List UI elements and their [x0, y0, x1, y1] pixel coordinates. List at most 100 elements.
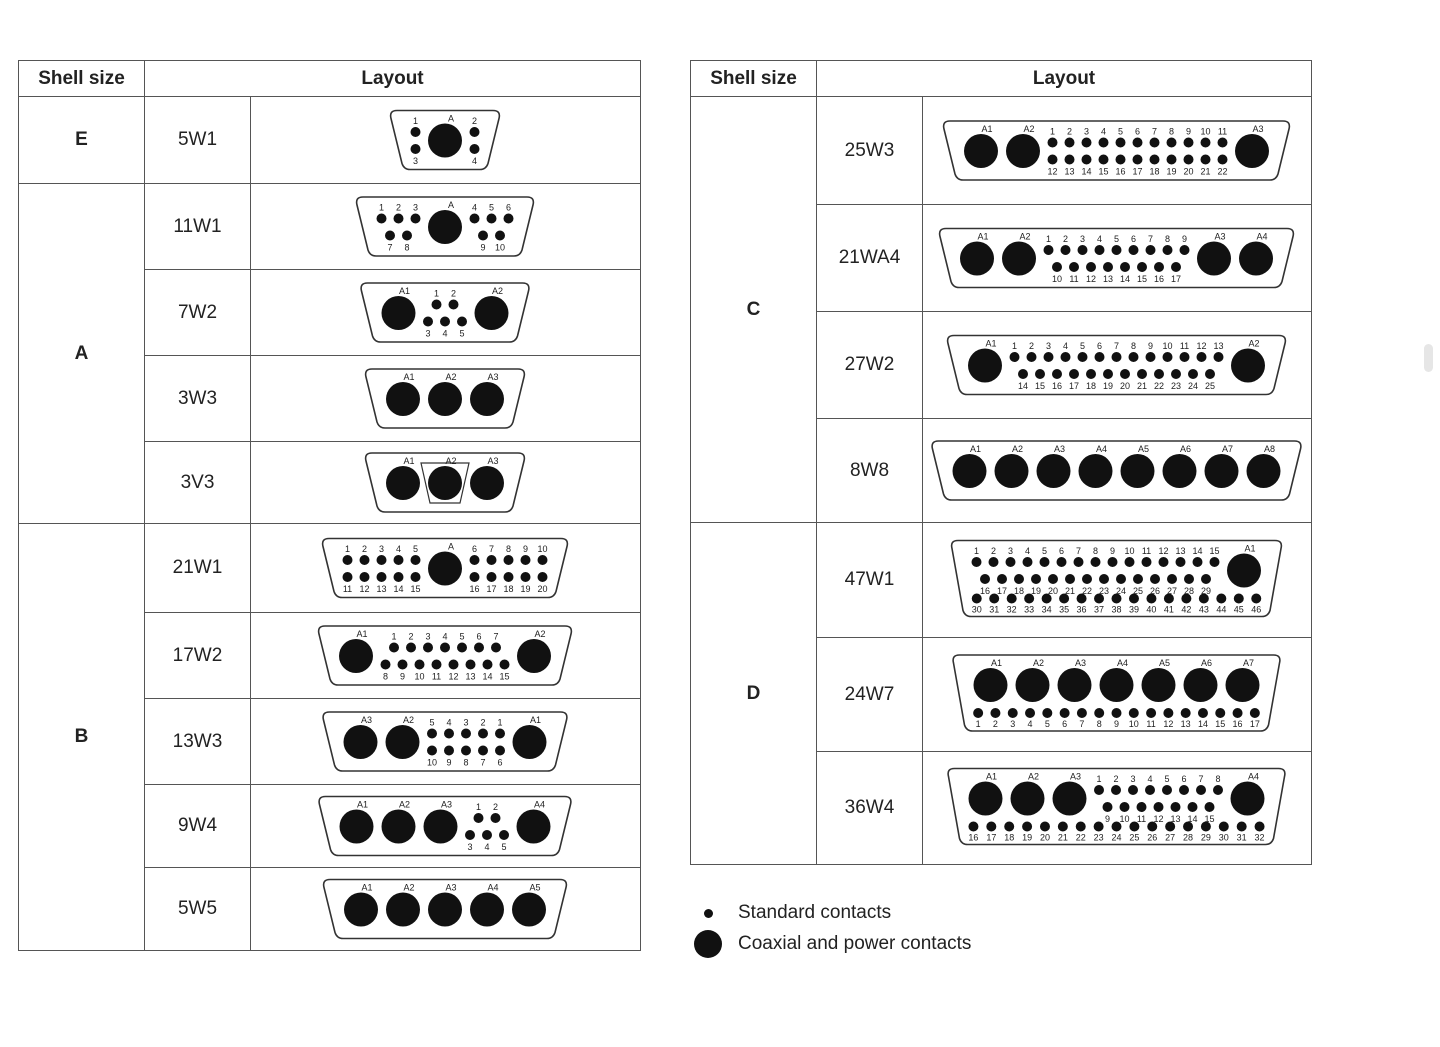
coaxial-contact: [1120, 453, 1155, 488]
contact-label: A3: [1070, 771, 1081, 781]
contact-label: 13: [1103, 274, 1113, 284]
standard-contact: [1022, 556, 1033, 567]
standard-contact: [1175, 556, 1186, 567]
standard-contact: [1163, 593, 1174, 603]
standard-contact: [1128, 244, 1139, 255]
contact-label: A: [448, 541, 454, 551]
contact-label: 1: [1012, 341, 1017, 351]
standard-contact: [486, 213, 497, 223]
coaxial-contact: [994, 453, 1029, 488]
standard-contact: [469, 143, 480, 154]
layout-name-cell: 47W1: [816, 522, 923, 638]
standard-contact: [1069, 261, 1079, 272]
standard-contact: [1086, 261, 1096, 272]
contact-label: 16: [980, 586, 990, 596]
contact-label: 9: [1114, 719, 1119, 729]
contact-label: 13: [376, 584, 386, 594]
contact-label: 3: [1130, 774, 1135, 784]
coaxial-contact: [1227, 553, 1261, 587]
contact-label: 15: [1209, 546, 1219, 556]
standard-contact: [1147, 821, 1158, 831]
contact-label: 22: [1217, 166, 1227, 176]
standard-contact: [968, 821, 979, 831]
contact-label: 7: [1148, 234, 1153, 244]
contact-label: 23: [1094, 832, 1104, 842]
standard-contact: [1166, 137, 1177, 147]
contact-label: 41: [1164, 604, 1174, 614]
contact-label: 1: [391, 631, 396, 641]
shell-size-header: Shell size: [18, 60, 145, 97]
connector-shell: [931, 439, 1302, 501]
contact-label: 2: [451, 288, 456, 298]
standard-contact: [427, 745, 437, 755]
standard-contact: [478, 230, 488, 240]
contact-label: 8: [506, 544, 511, 554]
contact-label: 17: [986, 832, 996, 842]
contact-label: 19: [1022, 832, 1032, 842]
standard-contact: [1052, 368, 1062, 379]
standard-contact: [990, 707, 1001, 718]
contact-label: 25: [1205, 381, 1215, 391]
standard-contact: [1057, 821, 1068, 831]
contact-label: 18: [1014, 586, 1024, 596]
contact-label: 14: [1081, 166, 1091, 176]
contact-label: 11: [1069, 274, 1078, 284]
standard-contact: [473, 812, 484, 823]
contact-label: 19: [1166, 166, 1176, 176]
layout-name-cell: 5W5: [144, 867, 251, 951]
coaxial-contact: [428, 381, 462, 416]
contact-label: A1: [356, 629, 367, 639]
standard-contact: [1200, 154, 1211, 164]
contact-label: A2: [1033, 658, 1044, 668]
standard-contact: [1132, 154, 1143, 164]
contact-label: 24: [1116, 586, 1126, 596]
contact-label: A3: [487, 372, 498, 382]
standard-contact: [486, 571, 497, 582]
standard-contact: [1215, 707, 1226, 718]
coaxial-contact: [1235, 133, 1269, 168]
standard-contact: [1166, 154, 1177, 164]
contact-label: 5: [1080, 341, 1085, 351]
contact-label: 12: [1047, 166, 1057, 176]
contact-label: 9: [1148, 341, 1153, 351]
standard-contact: [1052, 261, 1062, 272]
standard-contact: [478, 728, 488, 738]
keying-outline: [420, 461, 470, 504]
standard-contact: [1179, 784, 1189, 795]
contact-label: 10: [1129, 719, 1139, 729]
standard-contact: [1154, 368, 1164, 379]
contact-label: 14: [393, 584, 403, 594]
shell-size-cell: E: [18, 96, 145, 184]
contact-label: 3: [413, 156, 418, 166]
standard-contact: [1007, 707, 1018, 718]
standard-contact: [1181, 593, 1192, 603]
standard-contact: [1042, 707, 1053, 718]
scrollbar-thumb[interactable]: [1424, 344, 1433, 372]
coaxial-contact: [1057, 667, 1092, 702]
standard-contact: [1120, 368, 1130, 379]
standard-contact: [1026, 351, 1037, 362]
legend-standard-label: Standard contacts: [738, 902, 892, 923]
standard-contact: [431, 659, 442, 669]
contact-label: 44: [1216, 604, 1226, 614]
coaxial-contact: [1239, 241, 1273, 275]
coaxial-contact: [381, 809, 416, 843]
standard-contact: [1128, 593, 1139, 603]
contact-label: 8: [1131, 341, 1136, 351]
standard-contact: [537, 554, 548, 565]
contact-label: 8: [383, 671, 388, 681]
contact-label: 9: [1105, 814, 1110, 824]
coaxial-contact: [385, 724, 420, 759]
contact-label: A3: [1075, 658, 1086, 668]
standard-contact: [1035, 368, 1045, 379]
contact-label: 1: [379, 202, 384, 212]
standard-contact: [1024, 593, 1035, 603]
contact-label: 13: [1064, 166, 1074, 176]
